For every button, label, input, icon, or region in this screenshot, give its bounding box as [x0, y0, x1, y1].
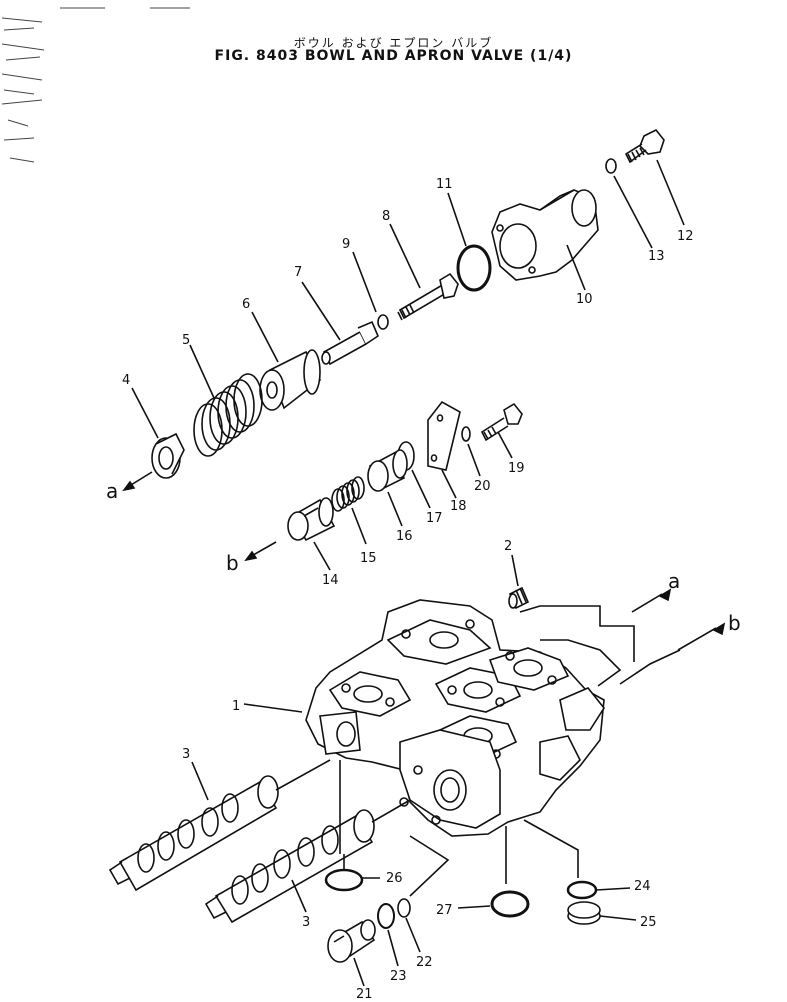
label-part-18: 18	[450, 499, 467, 514]
label-part-3-lower: 3	[302, 915, 310, 930]
part-24-o-ring	[566, 880, 598, 900]
label-part-2: 2	[504, 539, 512, 554]
port-label-b-right: b	[728, 611, 741, 635]
part-15-spring	[331, 476, 365, 512]
label-part-7: 7	[294, 265, 302, 280]
part-23-ring	[377, 903, 395, 929]
part-18-plate	[427, 400, 461, 471]
label-part-5: 5	[182, 333, 190, 348]
part-8-bolt	[397, 272, 459, 321]
port-lines	[519, 588, 726, 687]
label-part-14: 14	[322, 573, 339, 588]
arrow-a-upper	[122, 471, 153, 492]
label-part-19: 19	[508, 461, 525, 476]
part-10-cover	[491, 189, 599, 281]
label-part-25: 25	[640, 915, 657, 930]
label-part-23: 23	[390, 969, 407, 984]
label-part-10: 10	[576, 292, 593, 307]
label-part-4: 4	[122, 373, 130, 388]
label-part-26: 26	[386, 871, 403, 886]
port-label-a-upper: a	[106, 479, 118, 503]
part-13-washer	[605, 158, 617, 174]
part-3-spool-lower	[204, 799, 411, 924]
port-label-a-right: a	[668, 569, 680, 593]
label-part-12: 12	[677, 229, 694, 244]
label-part-21: 21	[356, 987, 373, 1002]
part-11-o-ring	[456, 244, 492, 292]
part-12-bolt	[624, 128, 665, 164]
label-part-8: 8	[382, 209, 390, 224]
label-part-27: 27	[436, 903, 453, 918]
part-4-seat	[151, 432, 185, 479]
arrow-b-upper	[244, 541, 277, 562]
label-part-13: 13	[648, 249, 665, 264]
part-20-washer	[461, 426, 471, 442]
label-part-22: 22	[416, 955, 433, 970]
part-3-spool-upper	[108, 759, 331, 892]
label-part-1: 1	[232, 699, 240, 714]
part-7-poppet	[321, 320, 379, 366]
part-27-o-ring	[490, 890, 530, 918]
part-16-piston	[367, 449, 408, 492]
port-label-b-upper: b	[226, 551, 239, 575]
label-part-20: 20	[474, 479, 491, 494]
part-2-plug	[508, 586, 530, 610]
part-21-plug	[327, 919, 376, 963]
label-part-16: 16	[396, 529, 413, 544]
label-part-24: 24	[634, 879, 651, 894]
label-part-6: 6	[242, 297, 250, 312]
scan-noise	[1, 7, 190, 163]
part-6-sleeve	[259, 349, 322, 411]
part-14-piston	[287, 497, 336, 542]
title-japanese: ボウル および エプロン バルブ	[293, 36, 494, 50]
part-22-o-ring	[397, 898, 411, 918]
label-part-11: 11	[436, 177, 453, 192]
part-19-bolt	[480, 402, 523, 442]
label-part-9: 9	[342, 237, 350, 252]
figure-title: FIG. 8403 BOWL AND APRON VALVE (1/4)	[214, 48, 573, 64]
part-25-backup-ring	[567, 901, 601, 925]
label-part-17: 17	[426, 511, 443, 526]
part-1-valve-body	[305, 599, 605, 837]
part-5-spring	[193, 373, 263, 457]
part-26-o-ring	[324, 868, 364, 892]
part-9-washer	[377, 314, 389, 330]
label-part-15: 15	[360, 551, 377, 566]
label-part-3-upper: 3	[182, 747, 190, 762]
